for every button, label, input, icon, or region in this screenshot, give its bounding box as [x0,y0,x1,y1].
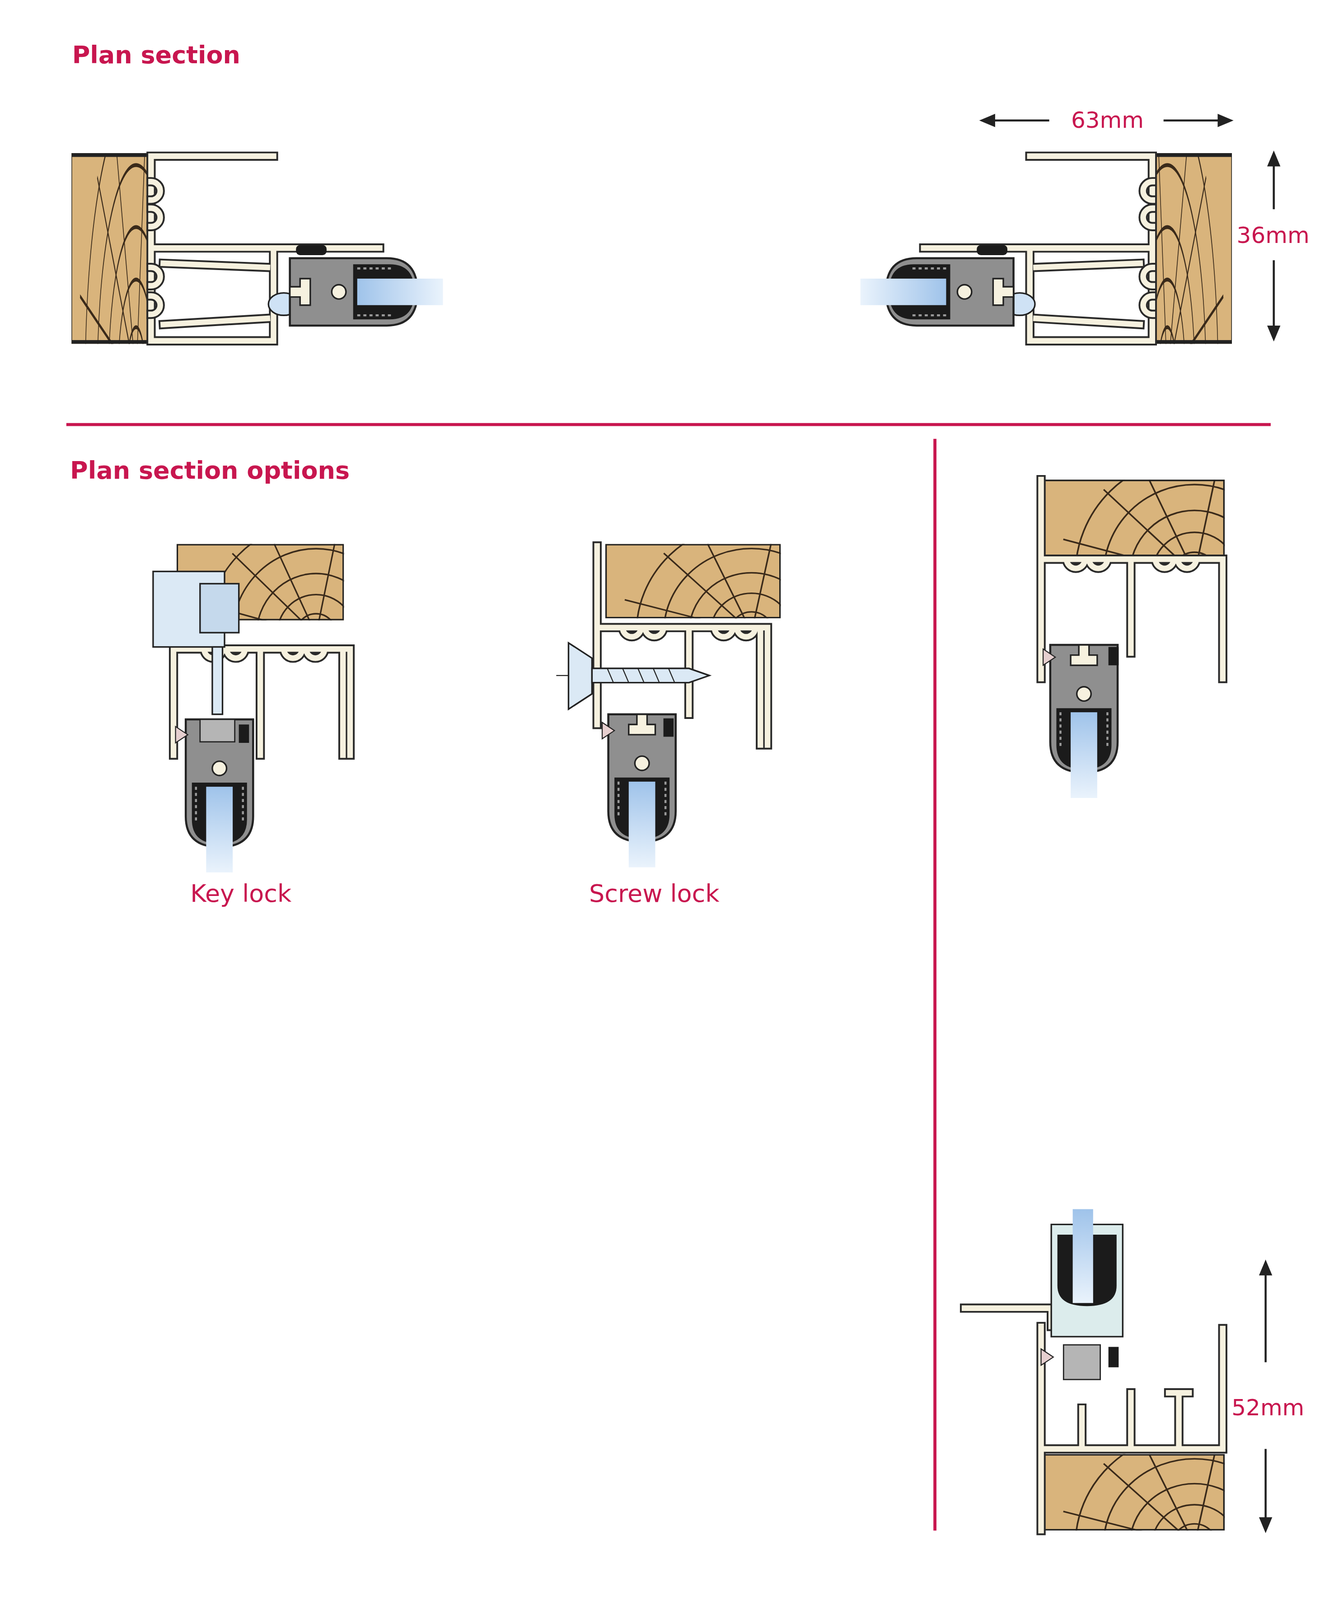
section-right-top [1041,456,1314,799]
dimension-label: 36mm [1234,222,1313,249]
section-heading: Plan section [69,41,244,70]
divider-lines [66,424,1271,1531]
option-label: Key lock [187,879,295,909]
section-heading: Plan section options [67,456,353,485]
dimension-arrows [982,115,1279,1531]
screw-lock-section [556,522,867,868]
section-right-bottom [964,1209,1314,1600]
dimension-label: 52mm [1228,1395,1307,1422]
plan-section-right [860,98,1232,662]
option-label: Screw lock [586,879,723,909]
key-lock-section [153,522,426,873]
dimension-label: 63mm [1068,107,1147,134]
